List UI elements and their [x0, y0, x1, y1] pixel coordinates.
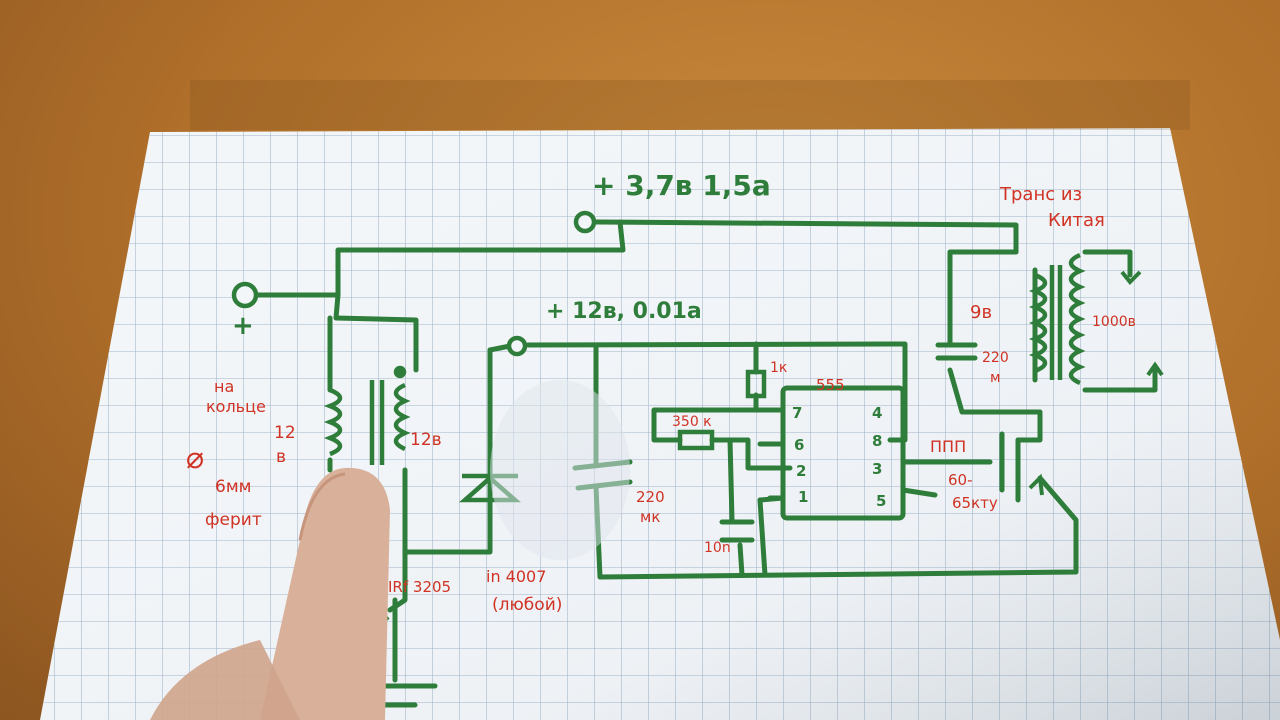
supply-main-label: + 3,7в 1,5а	[592, 169, 771, 202]
resistor-symbols	[677, 369, 767, 451]
transformer-primary-label: 9в	[970, 302, 992, 323]
mosfet-right-type: ППП	[930, 437, 966, 456]
transformer-title-1: Транс из	[999, 184, 1082, 205]
cap-main-unit: мк	[640, 508, 660, 526]
resistor-var-label: 350 к	[672, 414, 712, 430]
ic-pin-3: 3	[872, 460, 882, 478]
ic-pin-7: 7	[792, 404, 802, 422]
supply-terminals	[231, 210, 597, 357]
diode-label-2: (любой)	[492, 595, 562, 615]
transformer-title-2: Китая	[1048, 210, 1105, 231]
core-size-label: 6мм	[215, 477, 251, 497]
diode-label-1: in 4007	[486, 567, 546, 586]
cap-right-unit: м	[990, 370, 1001, 386]
resistor-top-label: 1к	[770, 360, 787, 376]
ic-pin-5: 5	[876, 492, 886, 510]
ic-pin-6: 6	[794, 436, 804, 454]
ring-coil-line-2: кольце	[206, 397, 266, 416]
supply-hv-label: + 12в, 0.01а	[546, 299, 702, 324]
ic-pin-2: 2	[796, 462, 806, 480]
ic-pin-1: 1	[798, 488, 808, 506]
mosfet-right-line-2: 65кту	[952, 494, 998, 512]
ring-coil-line-1: на	[214, 377, 234, 396]
mosfet-left-label: IRf 3205	[388, 578, 451, 596]
ic-pin-8: 8	[872, 432, 882, 450]
plus-sign: +	[232, 311, 254, 341]
ic-name-label: 555	[816, 376, 845, 394]
cap-main-value: 220	[636, 488, 665, 506]
transformer-secondary-label: 1000в	[1092, 314, 1136, 330]
inductor-coils	[323, 252, 1086, 465]
core-diameter-symbol: ⌀	[186, 441, 204, 476]
cap-timing-label: 10n	[704, 540, 731, 556]
coil-right-voltage: 12в	[410, 430, 442, 450]
coil-left-voltage-unit: в	[276, 447, 286, 467]
coil-left-voltage: 12	[274, 423, 296, 443]
core-material-label: ферит	[205, 510, 262, 530]
mosfet-right-line-1: 60-	[948, 471, 973, 489]
cap-right-value: 220	[982, 350, 1009, 366]
ic-pin-4: 4	[872, 404, 882, 422]
